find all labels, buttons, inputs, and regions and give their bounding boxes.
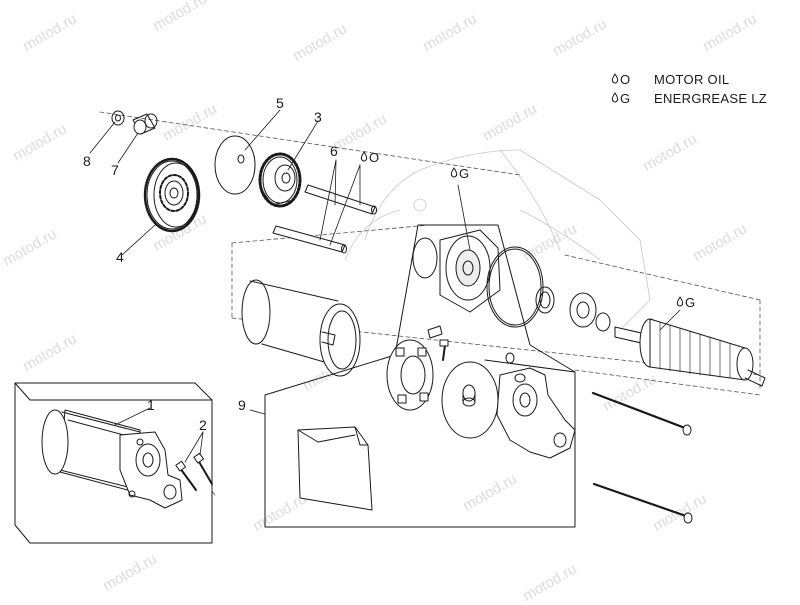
- callout-number: 2: [199, 417, 207, 433]
- legend-symbol-oil: O: [620, 72, 631, 87]
- part-kit-small-parts: [427, 325, 515, 364]
- part-starter-motor-complete: [41, 409, 183, 509]
- legend-symbol-grease: G: [620, 91, 631, 106]
- lube-mark-grease: G: [459, 166, 470, 181]
- part-armature: [614, 318, 766, 387]
- legend-label-energrease: ENERGREASE LZ: [654, 91, 767, 106]
- part-seal: [535, 286, 555, 314]
- part-bushing: [132, 113, 158, 135]
- legend-row-energrease: G ENERGREASE LZ: [620, 91, 767, 106]
- callout-number: 6: [330, 143, 338, 159]
- part-pins: [272, 184, 377, 254]
- legend-label-motor-oil: MOTOR OIL: [654, 72, 730, 87]
- part-front-flange: [412, 229, 501, 313]
- part-washer: [111, 110, 125, 126]
- part-idler-gear: [143, 157, 201, 233]
- callout-number: 9: [238, 397, 246, 413]
- legend-row-motor-oil: O MOTOR OIL: [620, 72, 729, 87]
- box-repair-kit-9: [264, 224, 576, 528]
- callout-number: 7: [111, 162, 119, 178]
- callout-number: 1: [147, 397, 155, 413]
- callout-number: 5: [276, 95, 284, 111]
- part-long-bolts: [591, 391, 693, 524]
- lube-mark-grease: G: [685, 295, 696, 310]
- callout-number: 4: [116, 249, 124, 265]
- part-motor-housing: [241, 279, 361, 380]
- lube-mark-oil: O: [369, 150, 380, 165]
- oil-drop-icons: [360, 73, 684, 307]
- part-bearing: [569, 292, 611, 332]
- leader-lines: [89, 109, 681, 463]
- engine-casing-outline: [344, 149, 651, 331]
- part-screws-small: [175, 452, 213, 491]
- part-end-cover: [496, 367, 576, 459]
- part-brush-holder: [386, 339, 434, 411]
- callout-number: 3: [314, 109, 322, 125]
- part-kit-oring: [441, 361, 499, 439]
- part-thrust-washer: [214, 135, 256, 195]
- part-drive-gear: [258, 152, 302, 208]
- callout-number: 8: [83, 153, 91, 169]
- part-kit-bag: [297, 426, 373, 511]
